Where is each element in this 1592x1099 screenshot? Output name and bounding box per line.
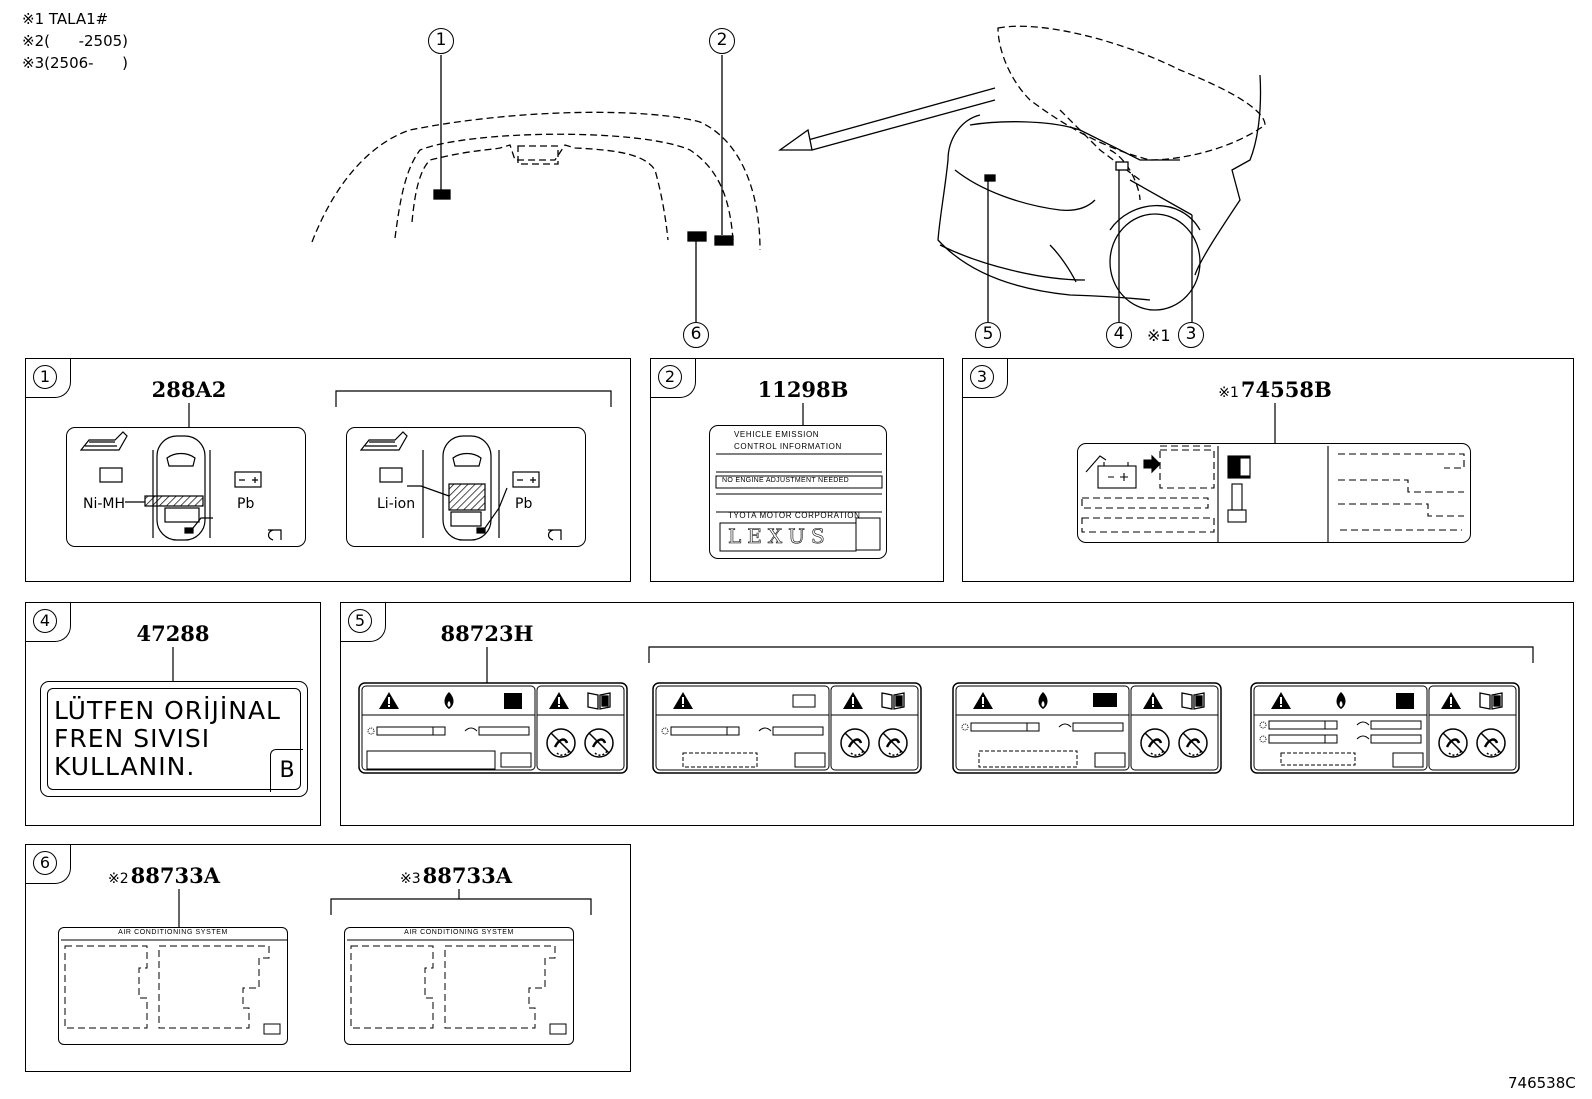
label-nimh-pb-text: Pb: [237, 496, 255, 512]
panel-5: 5 88723H: [340, 602, 1574, 826]
panel-3-number: 3: [970, 365, 994, 389]
panel-3: 3 ※174558B: [962, 358, 1574, 582]
legend-line-3: ※3(2506- ): [22, 54, 129, 72]
callout-3: 3: [1178, 322, 1204, 348]
panel-3-tab: 3: [962, 358, 1008, 398]
panel-4-part-number: 47288: [136, 621, 210, 646]
panel-6-number: 6: [33, 851, 57, 875]
callout-5: 5: [975, 322, 1001, 348]
callout-6: 6: [683, 322, 709, 348]
panel-3-lines: [1274, 403, 1276, 443]
emission-line-1: VEHICLE EMISSION: [734, 430, 820, 439]
callout-1: 1: [428, 28, 454, 54]
label-288a2-liion-art: [359, 431, 562, 541]
label-11298b: VEHICLE EMISSION CONTROL INFORMATION NO …: [709, 425, 887, 559]
panel-2-part-number: 11298B: [757, 377, 849, 402]
emission-line-3: NO ENGINE ADJUSTMENT NEEDED: [722, 477, 849, 484]
panel-1-number: 1: [33, 365, 57, 389]
panel-5-tab: 5: [340, 602, 386, 642]
sticker-88723h-3: [952, 682, 1222, 774]
sticker-88723h-2: [652, 682, 922, 774]
label-nimh-text: Ni-MH: [83, 496, 126, 512]
panel-3-part-number: ※174558B: [1218, 377, 1332, 402]
panel-1-part-number: 288A2: [151, 377, 227, 402]
brake-fluid-line-1: LÜTFEN ORİJİNAL: [54, 696, 281, 725]
callout-4: 4: [1106, 322, 1132, 348]
brake-fluid-line-2: FREN SIVISI: [54, 724, 211, 753]
panel-1-tab: 1: [25, 358, 71, 398]
ac-label-a-art: [61, 939, 287, 1035]
callout-3-prefix: ※1: [1147, 326, 1171, 345]
label-liion-pb-text: Pb: [515, 496, 533, 512]
ac-label-a-title: AIR CONDITIONING SYSTEM: [118, 929, 228, 936]
legend-line-2: ※2( -2505): [22, 32, 129, 50]
label-11298b-art: [715, 453, 883, 552]
panel-4: 4 47288 LÜTFEN ORİJİNAL FREN SIVISI KULL…: [25, 602, 321, 826]
panel-6-lines: [178, 889, 592, 927]
panel-2: 2 11298B VEHICLE EMISSION CONTROL INFORM…: [650, 358, 944, 582]
brake-fluid-box: B: [270, 749, 303, 792]
ac-label-b: AIR CONDITIONING SYSTEM: [344, 927, 574, 1045]
panel-2-number: 2: [658, 365, 682, 389]
label-47288-inner: LÜTFEN ORİJİNAL FREN SIVISI KULLANIN. B: [47, 688, 303, 792]
panel-5-art: [358, 646, 1534, 774]
top-diagram-lines: [311, 25, 1266, 322]
panel-5-part-number: 88723H: [440, 621, 534, 646]
label-288a2-nimh: Ni-MH Pb: [66, 427, 306, 547]
label-74558b-art: [1081, 445, 1465, 542]
label-47288: LÜTFEN ORİJİNAL FREN SIVISI KULLANIN. B: [40, 681, 308, 797]
lexus-logo: LEXUS: [728, 524, 831, 549]
sticker-88723h-4: [1250, 682, 1520, 774]
label-288a2-nimh-art: [79, 431, 282, 541]
emission-line-2: CONTROL INFORMATION: [734, 442, 842, 451]
ac-label-b-art: [347, 939, 573, 1035]
panel-2-lines: [802, 403, 804, 425]
legend-line-1: ※1 TALA1#: [22, 10, 109, 28]
panel-4-tab: 4: [25, 602, 71, 642]
panel-6-part-b: ※388733A: [400, 863, 512, 888]
brake-fluid-line-3: KULLANIN.: [54, 752, 196, 781]
ac-label-a: AIR CONDITIONING SYSTEM: [58, 927, 288, 1045]
panel-6-tab: 6: [25, 844, 71, 884]
callout-2: 2: [709, 28, 735, 54]
panel-6: 6 ※288733A ※388733A AIR CONDITIONING SYS…: [25, 844, 631, 1072]
panel-4-number: 4: [33, 609, 57, 633]
label-288a2-liion: Li-ion Pb: [346, 427, 586, 547]
panel-2-tab: 2: [650, 358, 696, 398]
panel-1: 1 288A2: [25, 358, 631, 582]
ac-label-b-title: AIR CONDITIONING SYSTEM: [404, 929, 514, 936]
emission-line-4: TYOTA MOTOR CORPORATION: [728, 511, 861, 520]
figure-code: 746538C: [1508, 1074, 1576, 1092]
panel-5-number: 5: [348, 609, 372, 633]
panel-6-part-a: ※288733A: [108, 863, 220, 888]
label-74558b: [1077, 443, 1471, 543]
panel-1-lines: [188, 390, 612, 427]
sticker-88723h-1: [358, 682, 628, 774]
panel-4-lines: [172, 647, 174, 681]
label-liion-text: Li-ion: [377, 496, 416, 512]
